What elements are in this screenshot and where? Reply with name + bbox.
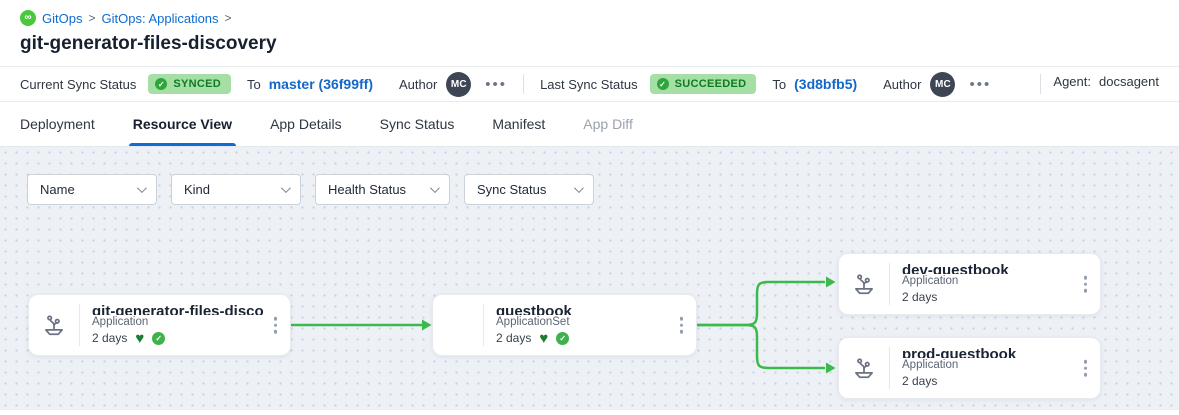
filter-bar: Name Kind Health Status Sync Status bbox=[0, 147, 1179, 205]
tab-bar: Deployment Resource View App Details Syn… bbox=[0, 102, 1179, 147]
application-icon bbox=[839, 338, 889, 398]
author-avatar[interactable]: MC bbox=[930, 71, 956, 97]
filter-name[interactable]: Name bbox=[27, 174, 157, 205]
node-title: dev-guestbook bbox=[902, 262, 1009, 274]
node-kind: ApplicationSet bbox=[496, 315, 570, 328]
kebab-menu-icon[interactable] bbox=[678, 315, 686, 336]
tab-resource-view[interactable]: Resource View bbox=[128, 102, 237, 146]
author-label: Author bbox=[883, 76, 922, 92]
resource-graph: Name Kind Health Status Sync Status bbox=[0, 147, 1179, 410]
node-title: guestbook bbox=[496, 303, 572, 315]
node-age: 2 days bbox=[92, 331, 128, 346]
node-age: 2 days bbox=[902, 374, 938, 389]
graph-edges bbox=[288, 276, 836, 374]
filter-sync-status[interactable]: Sync Status bbox=[464, 174, 594, 205]
node-kind: Application bbox=[902, 358, 959, 371]
filter-kind[interactable]: Kind bbox=[171, 174, 301, 205]
synced-badge: ✓ SYNCED bbox=[148, 74, 231, 94]
agent-label: Agent: bbox=[1053, 74, 1091, 89]
breadcrumb-separator: > bbox=[224, 11, 232, 25]
chevron-down-icon bbox=[136, 183, 147, 194]
node-title: prod-guestbook bbox=[902, 346, 1017, 358]
filter-name-label: Name bbox=[40, 182, 75, 197]
node-content: git-generator-files-disco... Application… bbox=[80, 295, 290, 355]
more-options-icon[interactable]: ••• bbox=[969, 75, 992, 93]
filter-kind-label: Kind bbox=[184, 182, 211, 197]
node-footer: 2 days bbox=[902, 289, 1074, 306]
chevron-down-icon bbox=[573, 183, 584, 194]
breadcrumb: ∞ GitOps > GitOps: Applications > bbox=[20, 10, 1159, 26]
node-age: 2 days bbox=[902, 290, 938, 305]
tab-sync-status[interactable]: Sync Status bbox=[379, 116, 455, 132]
page-header: ∞ GitOps > GitOps: Applications > git-ge… bbox=[0, 0, 1179, 66]
node-footer: 2 days ♥ ✓ bbox=[496, 330, 670, 347]
application-icon bbox=[29, 295, 79, 355]
tab-app-details[interactable]: App Details bbox=[270, 116, 342, 132]
node-content: guestbook ApplicationSet 2 days ♥ ✓ bbox=[484, 295, 696, 355]
gitops-logo-icon: ∞ bbox=[20, 10, 36, 26]
breadcrumb-gitops[interactable]: GitOps bbox=[42, 10, 83, 26]
current-revision-link[interactable]: master (36f99ff) bbox=[268, 76, 373, 92]
last-revision-link[interactable]: (3d8bfb5) bbox=[794, 76, 858, 92]
arrowhead-icon bbox=[826, 276, 836, 288]
tab-deployment[interactable]: Deployment bbox=[20, 116, 95, 132]
tab-app-diff: App Diff bbox=[583, 116, 633, 132]
tab-manifest[interactable]: Manifest bbox=[492, 116, 546, 132]
breadcrumb-gitops-applications[interactable]: GitOps: Applications bbox=[101, 10, 219, 26]
last-sync-status-label: Last Sync Status bbox=[540, 76, 638, 92]
health-heart-icon: ♥ bbox=[135, 330, 145, 348]
node-title: git-generator-files-disco... bbox=[92, 303, 264, 315]
node-dev-guestbook[interactable]: dev-guestbook Application 2 days bbox=[838, 253, 1101, 315]
sync-check-icon: ✓ bbox=[152, 332, 166, 346]
sync-check-icon: ✓ bbox=[556, 332, 570, 346]
edge-guestbook-to-prod bbox=[695, 323, 826, 370]
synced-badge-label: SYNCED bbox=[173, 78, 221, 90]
check-circle-icon: ✓ bbox=[656, 78, 669, 90]
to-label: To bbox=[772, 76, 787, 92]
filter-health-status-label: Health Status bbox=[328, 182, 407, 197]
chevron-down-icon bbox=[280, 183, 291, 194]
node-content: prod-guestbook Application 2 days bbox=[890, 338, 1100, 398]
more-options-icon[interactable]: ••• bbox=[485, 75, 508, 93]
chevron-down-icon bbox=[429, 183, 440, 194]
node-age: 2 days bbox=[496, 331, 532, 346]
to-label: To bbox=[246, 76, 261, 92]
kebab-menu-icon[interactable] bbox=[1082, 358, 1090, 379]
edge-guestbook-to-dev bbox=[695, 280, 826, 327]
kebab-menu-icon[interactable] bbox=[1082, 274, 1090, 295]
filter-health-status[interactable]: Health Status bbox=[315, 174, 450, 205]
agent-info: Agent: docsagent bbox=[1040, 74, 1159, 94]
agent-value: docsagent bbox=[1099, 74, 1159, 89]
divider bbox=[889, 347, 890, 389]
succeeded-badge-label: SUCCEEDED bbox=[674, 78, 747, 90]
breadcrumb-separator: > bbox=[88, 11, 96, 25]
kebab-menu-icon[interactable] bbox=[272, 315, 280, 336]
status-bar: Current Sync Status ✓ SYNCED To master (… bbox=[0, 66, 1179, 102]
page-title: git-generator-files-discovery bbox=[20, 33, 277, 54]
health-heart-icon: ♥ bbox=[539, 330, 549, 348]
divider bbox=[79, 304, 80, 346]
arrowhead-icon bbox=[826, 362, 836, 374]
node-footer: 2 days bbox=[902, 373, 1074, 390]
node-content: dev-guestbook Application 2 days bbox=[890, 254, 1100, 314]
divider bbox=[523, 74, 525, 94]
node-icon-area bbox=[433, 295, 483, 355]
arrowhead-icon bbox=[422, 319, 432, 331]
node-git-generator-files-discovery[interactable]: git-generator-files-disco... Application… bbox=[28, 294, 291, 356]
node-kind: Application bbox=[902, 274, 959, 287]
current-sync-status-label: Current Sync Status bbox=[20, 76, 137, 92]
divider bbox=[483, 304, 484, 346]
node-kind: Application bbox=[92, 315, 149, 328]
application-icon bbox=[839, 254, 889, 314]
node-prod-guestbook[interactable]: prod-guestbook Application 2 days bbox=[838, 337, 1101, 399]
author-label: Author bbox=[398, 76, 438, 92]
node-footer: 2 days ♥ ✓ bbox=[92, 330, 264, 347]
check-circle-icon: ✓ bbox=[155, 78, 168, 90]
divider bbox=[1040, 74, 1042, 94]
author-avatar[interactable]: MC bbox=[446, 71, 472, 97]
filter-sync-status-label: Sync Status bbox=[477, 182, 547, 197]
succeeded-badge: ✓ SUCCEEDED bbox=[649, 74, 757, 94]
node-guestbook[interactable]: guestbook ApplicationSet 2 days ♥ ✓ bbox=[432, 294, 697, 356]
divider bbox=[889, 263, 890, 305]
